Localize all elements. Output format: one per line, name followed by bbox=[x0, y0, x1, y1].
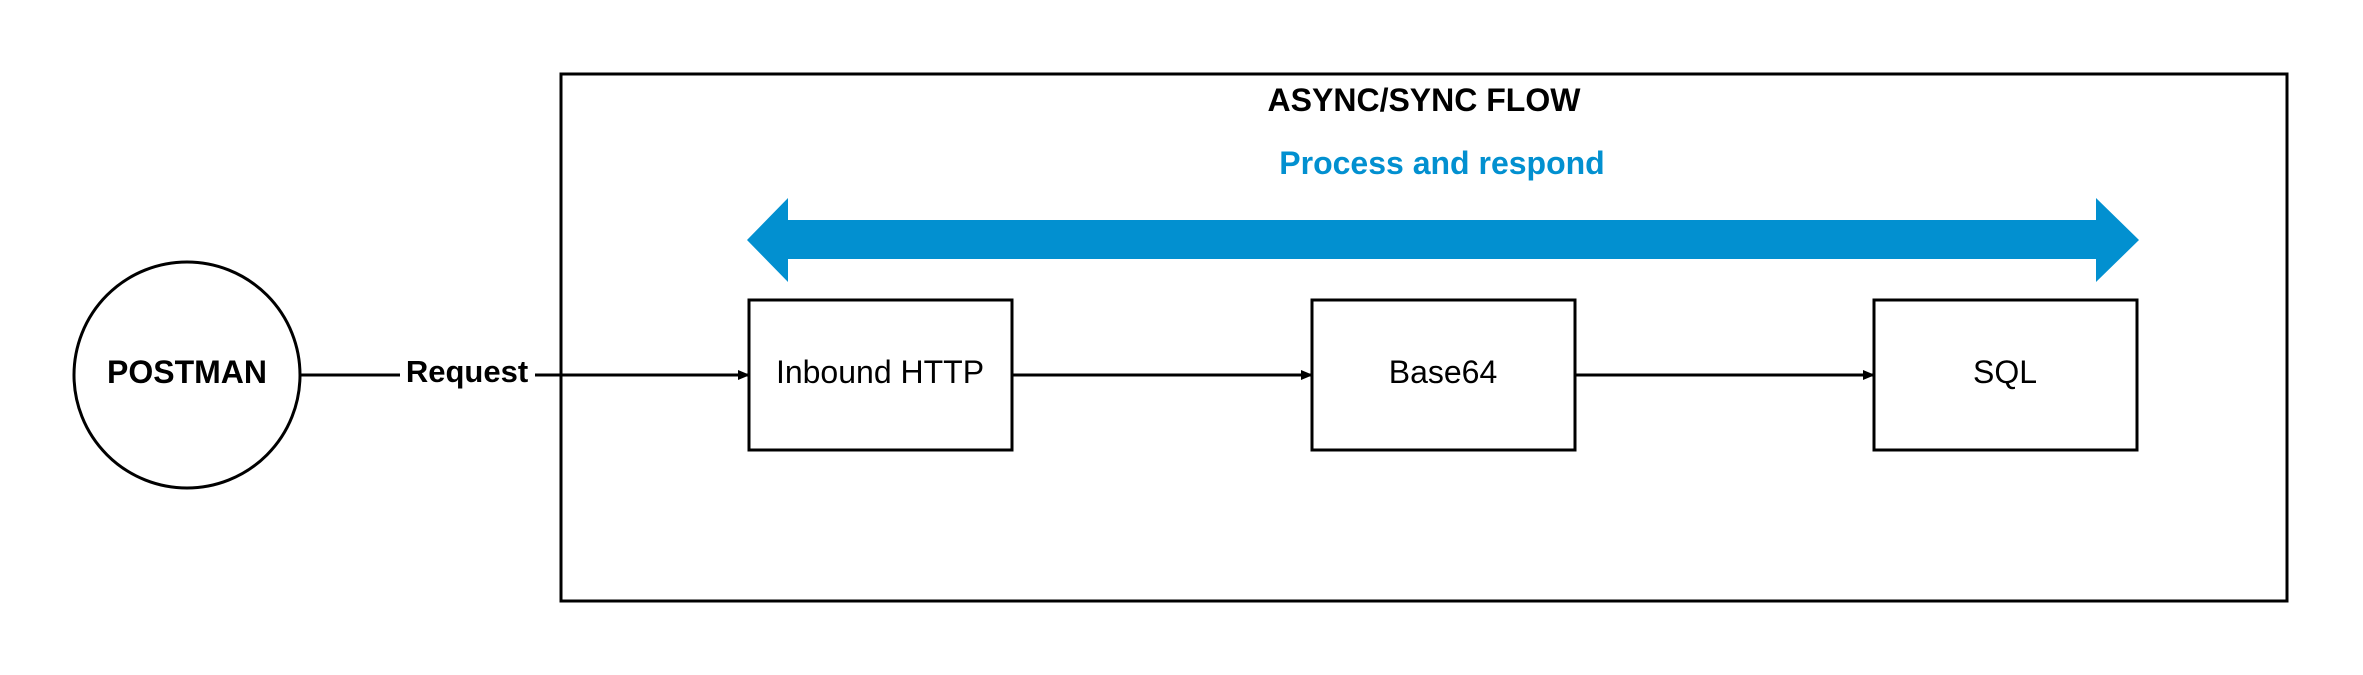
process-double-arrow bbox=[747, 198, 2139, 282]
flow-container bbox=[559, 72, 2289, 603]
request-label: Request bbox=[406, 354, 528, 389]
step-label-inbound-http: Inbound HTTP bbox=[776, 354, 984, 390]
step-label-base64: Base64 bbox=[1389, 354, 1498, 390]
postman-label: POSTMAN bbox=[107, 354, 267, 390]
banner-label: Process and respond bbox=[1279, 145, 1604, 181]
flow-title: ASYNC/SYNC FLOW bbox=[1268, 82, 1582, 118]
step-label-sql: SQL bbox=[1973, 354, 2037, 390]
